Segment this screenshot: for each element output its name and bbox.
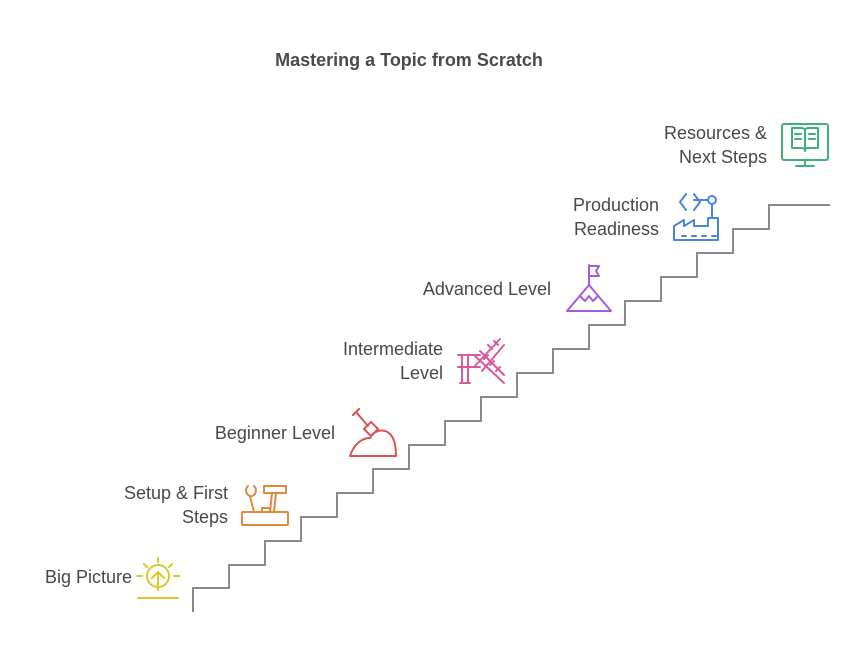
step-label-big-picture: Big Picture [44, 567, 132, 587]
book-monitor-icon [781, 123, 829, 167]
shovel-dirt-icon [349, 408, 397, 457]
step-label-advanced-level: Advanced Level [422, 279, 551, 299]
factory-robot-arm-icon [673, 193, 719, 241]
tools-toolbox-icon [241, 485, 289, 526]
diagram-title: Mastering a Topic from Scratch [275, 50, 543, 70]
mountain-flag-icon [566, 264, 612, 312]
step-label-setup-first-steps: Setup & First Steps [123, 483, 228, 527]
lightbulb-sunrise-icon [136, 557, 180, 599]
ladder-bridge-icon [457, 338, 505, 384]
step-label-production-readiness: Production Readiness [572, 195, 659, 239]
step-label-intermediate-level: Intermediate Level [342, 339, 443, 383]
step-label-resources-next-steps: Resources & Next Steps [663, 123, 767, 167]
step-label-beginner-level: Beginner Level [214, 423, 335, 443]
